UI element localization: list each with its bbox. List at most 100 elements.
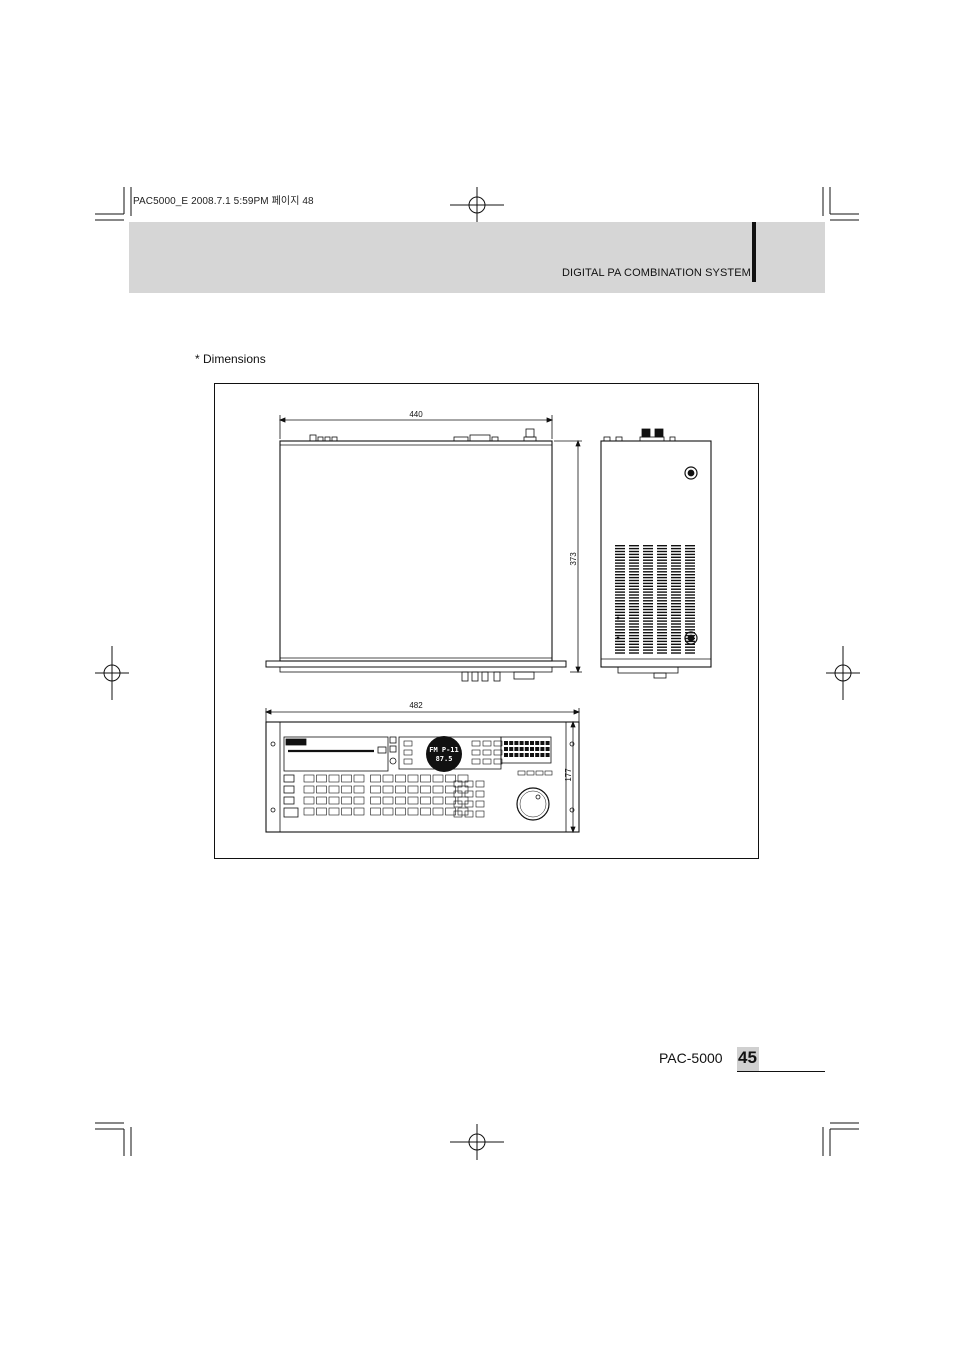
vfd-segment <box>504 741 508 745</box>
vent-slot <box>615 582 625 585</box>
vent-slot <box>629 617 639 619</box>
vent-slot <box>657 643 667 645</box>
vent-slot <box>685 565 695 567</box>
panel-button <box>544 770 553 776</box>
vent-slot <box>657 556 667 558</box>
vent-slot <box>643 574 653 576</box>
panel-button <box>403 740 413 747</box>
vent-slot <box>685 632 695 634</box>
vent-slot <box>629 614 639 616</box>
panel-button <box>420 807 431 816</box>
vent-slot <box>685 617 695 619</box>
panel-button <box>457 796 469 805</box>
vent-slot <box>643 634 653 637</box>
vfd-segment <box>545 741 550 745</box>
vent-slot <box>671 550 681 553</box>
panel-button <box>395 785 406 794</box>
vent-slot <box>629 600 639 602</box>
panel-button <box>316 774 327 783</box>
vent-slot <box>671 568 681 570</box>
panel-button <box>464 790 474 798</box>
vent-slot <box>657 553 667 556</box>
vent-slot <box>671 605 681 608</box>
vent-slot <box>671 582 681 585</box>
vent-slot <box>657 600 667 602</box>
panel-button <box>464 780 474 788</box>
vent-slot <box>685 594 695 596</box>
vent-slot <box>643 611 653 614</box>
vent-slot <box>615 594 625 596</box>
vfd-segment <box>535 753 540 757</box>
vfd-segment <box>524 741 529 745</box>
vent-slot <box>671 611 681 614</box>
vent-slot <box>615 614 625 616</box>
vent-slot <box>629 545 639 547</box>
vfd-segment <box>524 747 529 751</box>
display-line-2: 87.5 <box>436 755 453 763</box>
panel-button <box>493 758 503 765</box>
vent-slot <box>657 568 667 570</box>
vent-slot <box>629 591 639 593</box>
vent-slot <box>671 553 681 556</box>
panel-button <box>353 774 365 783</box>
vent-slot <box>629 568 639 570</box>
vent-slot <box>615 576 625 579</box>
vent-slot <box>615 588 625 590</box>
vent-slot <box>643 579 653 582</box>
vent-slot <box>629 629 639 631</box>
vent-slot <box>685 603 695 605</box>
vent-slot <box>685 576 695 579</box>
panel-button <box>353 796 365 805</box>
panel-button <box>328 774 340 783</box>
panel-button <box>382 774 394 783</box>
vent-slot <box>685 579 695 582</box>
vent-slot <box>629 652 639 654</box>
vent-slot <box>615 559 625 561</box>
vent-slot <box>657 632 667 634</box>
panel-button <box>353 785 365 794</box>
vfd-segment <box>535 741 540 745</box>
vent-slot <box>685 556 695 558</box>
vent-slot <box>671 547 681 550</box>
vent-slot <box>671 576 681 579</box>
vent-slot <box>657 547 667 550</box>
panel-button <box>395 774 406 783</box>
panel-button <box>370 796 381 805</box>
vent-slot <box>643 608 653 611</box>
vent-slot <box>629 574 639 576</box>
section-label: * Dimensions <box>195 352 266 366</box>
vent-slot <box>629 640 639 643</box>
vent-slot <box>643 594 653 596</box>
vent-slot <box>643 605 653 608</box>
vfd-segment <box>540 753 545 757</box>
vfd-segment <box>514 741 519 745</box>
dimensions-figure-frame <box>214 383 759 859</box>
vent-slot <box>657 588 667 590</box>
dim-label-width-top: 440 <box>409 410 423 419</box>
vent-slot <box>657 614 667 616</box>
vent-slot <box>657 582 667 585</box>
vent-slot <box>615 585 625 587</box>
vent-slot <box>643 559 653 561</box>
vent-slot <box>629 576 639 579</box>
vent-slot <box>629 594 639 596</box>
panel-button <box>493 740 503 747</box>
vfd-segment <box>545 753 550 757</box>
panel-button <box>482 740 492 747</box>
vent-slot <box>615 649 625 651</box>
vent-slot <box>657 579 667 582</box>
vent-slot <box>657 565 667 567</box>
panel-button <box>464 800 474 808</box>
vent-slot <box>671 646 681 648</box>
panel-button <box>432 785 444 794</box>
vent-slot <box>643 571 653 573</box>
panel-button <box>370 774 381 783</box>
panel-button <box>526 770 535 776</box>
vent-slot <box>685 568 695 570</box>
dim-label-height: 177 <box>564 768 573 782</box>
vent-slot <box>643 640 653 643</box>
vfd-segment <box>545 747 550 751</box>
vent-slot <box>643 632 653 634</box>
panel-button <box>353 807 365 816</box>
